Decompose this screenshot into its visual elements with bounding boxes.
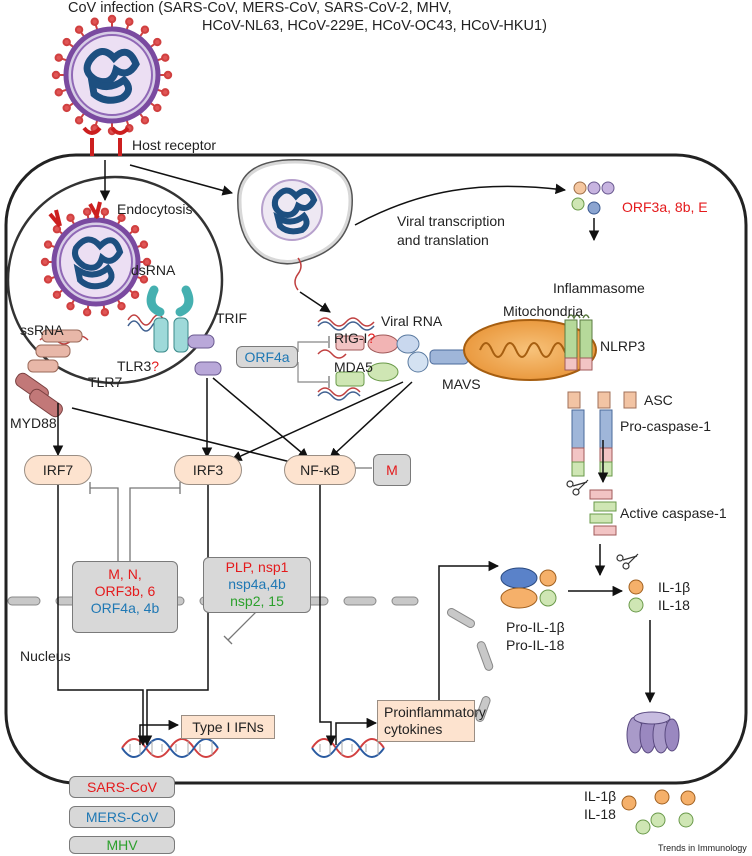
pro-il1b-label: Pro-IL-1β <box>506 619 565 635</box>
ssrna-label: ssRNA <box>20 322 64 338</box>
arrow-proinflam-proil <box>438 560 500 700</box>
inhibitor-box-ifn-line1: PLP, nsp1 <box>225 559 289 575</box>
inhibitor-box-ifn-line2: nsp4a,4b <box>228 576 286 592</box>
rigi-label: RIG-I? <box>334 330 376 346</box>
inhibitor-box-ifn: PLP, nsp1 nsp4a,4b nsp2, 15 <box>203 557 311 613</box>
dna-helix-left <box>121 738 219 758</box>
tlr7-label: TLR7 <box>88 374 123 390</box>
nlrp3-complex <box>564 314 593 371</box>
pro-il18-label: Pro-IL-18 <box>506 637 565 653</box>
scissors-icon <box>566 479 589 496</box>
arrow-dna-type1 <box>139 719 180 745</box>
il18-bottom-label: IL-18 <box>584 806 616 822</box>
nlrp3-label: NLRP3 <box>600 338 646 354</box>
dsrna-label: dsRNA <box>131 262 176 278</box>
inhibitor-box-ifn-line3: nsp2, 15 <box>230 593 284 609</box>
viral-translation-label: and translation <box>397 232 489 248</box>
irf7-node: IRF7 <box>24 455 92 485</box>
orf4a-box: ORF4a <box>236 346 298 368</box>
arrow-nfkb-dna <box>319 482 337 747</box>
myd88-label: MYD88 <box>10 415 57 431</box>
tlr7-receptor <box>27 329 83 373</box>
cell-membrane <box>4 153 748 785</box>
arrow-myd88-nfkb <box>71 407 317 471</box>
viral-protein-cluster <box>571 181 615 215</box>
myd88-adaptor <box>15 372 63 418</box>
il18-dot <box>628 597 644 613</box>
virus-top <box>51 14 173 136</box>
virus-in-endosome <box>40 201 152 317</box>
legend-mers-label: MERS-CoV <box>85 809 159 825</box>
title-line-2: HCoV-NL63, HCoV-229E, HCoV-OC43, HCoV-HK… <box>202 18 547 34</box>
pro-caspase-label: Pro-caspase-1 <box>620 418 712 434</box>
active-caspase-1 <box>589 489 617 536</box>
inhibitor-box-irf-line2: ORF3b, 6 <box>94 583 156 599</box>
il1b-bottom-label: IL-1β <box>584 788 617 804</box>
mda5-label: MDA5 <box>334 359 373 375</box>
pro-il-cluster <box>500 567 557 609</box>
mda5-protein <box>335 371 365 387</box>
mavs-protein <box>429 349 469 365</box>
arrow-dna-proinflam <box>335 717 378 745</box>
host-receptors <box>82 126 130 156</box>
nucleus-label: Nucleus <box>20 648 71 664</box>
orf3a-label: ORF3a, 8b, E <box>622 199 708 215</box>
proinflammatory-line1: Proinflammatory <box>384 704 486 720</box>
pro-caspase-1 <box>571 447 613 477</box>
viral-transcription-label: Viral transcription <box>397 213 505 229</box>
inhibitor-box-irf-line3: ORF4a, 4b <box>90 600 160 616</box>
rigi-protein <box>335 335 365 351</box>
arrow-to-transcription <box>354 183 567 226</box>
il18-right-label: IL-18 <box>658 597 690 613</box>
inhibitor-box-irf-line1: M, N, <box>108 566 142 582</box>
arrow-irf7-dna <box>57 482 149 747</box>
arrow-mavs-nfkb <box>329 381 413 459</box>
tlr3-receptor <box>146 285 194 353</box>
viral-rna-strand <box>317 317 375 327</box>
arrow-vesicle-to-rna <box>299 291 331 313</box>
legend-sars: SARS-CoV <box>69 776 175 798</box>
legend-mhv-label: MHV <box>106 837 138 853</box>
asc-complex <box>567 391 637 449</box>
il1b-right-label: IL-1β <box>658 579 691 595</box>
replication-vesicle <box>236 158 354 291</box>
m-inhibitor-box: M <box>373 454 411 486</box>
type1-ifns-box: Type I IFNs <box>181 715 275 739</box>
orf4a-inhibition <box>297 341 328 352</box>
endocytosis-label: Endocytosis <box>117 201 193 217</box>
trends-credit: Trends in Immunology <box>658 843 747 853</box>
mitochondria-label: Mitochondria <box>503 303 584 319</box>
scissors-icon <box>616 553 639 570</box>
inhibitor-box-irf: M, N, ORF3b, 6 ORF4a, 4b <box>72 561 178 633</box>
inflammasome-label: Inflammasome <box>553 280 645 296</box>
arrow-trif-nfkb <box>212 377 309 459</box>
inhibit-irf7 <box>90 487 119 562</box>
dna-helix-right <box>311 738 385 758</box>
inhibit-irf3 <box>129 487 180 562</box>
asc-label: ASC <box>644 392 673 408</box>
viral-rna-label: Viral RNA <box>381 313 443 329</box>
proinflammatory-box: Proinflammatory cytokines <box>377 700 486 742</box>
legend-mhv: MHV <box>69 836 175 854</box>
irf3-node: IRF3 <box>174 455 242 485</box>
nfkb-node: NF-κB <box>284 455 356 485</box>
mavs-label: MAVS <box>442 376 481 392</box>
arrow-to-vesicle <box>129 164 234 196</box>
title-line-1: CoV infection (SARS-CoV, MERS-CoV, SARS-… <box>68 0 452 16</box>
secretion-channel <box>626 711 680 754</box>
mitochondria-organelle <box>463 319 597 381</box>
trif-adaptor <box>187 334 222 376</box>
legend-mers: MERS-CoV <box>69 806 175 828</box>
host-receptor-label: Host receptor <box>132 137 217 153</box>
active-caspase-label: Active caspase-1 <box>620 505 727 521</box>
il1b-dot <box>628 579 644 595</box>
legend-sars-label: SARS-CoV <box>86 779 158 795</box>
arrow-mavs-irf3 <box>231 381 404 461</box>
proinflammatory-line2: cytokines <box>384 721 443 737</box>
tlr3-label: TLR3? <box>117 358 160 374</box>
trif-label: TRIF <box>216 310 248 326</box>
